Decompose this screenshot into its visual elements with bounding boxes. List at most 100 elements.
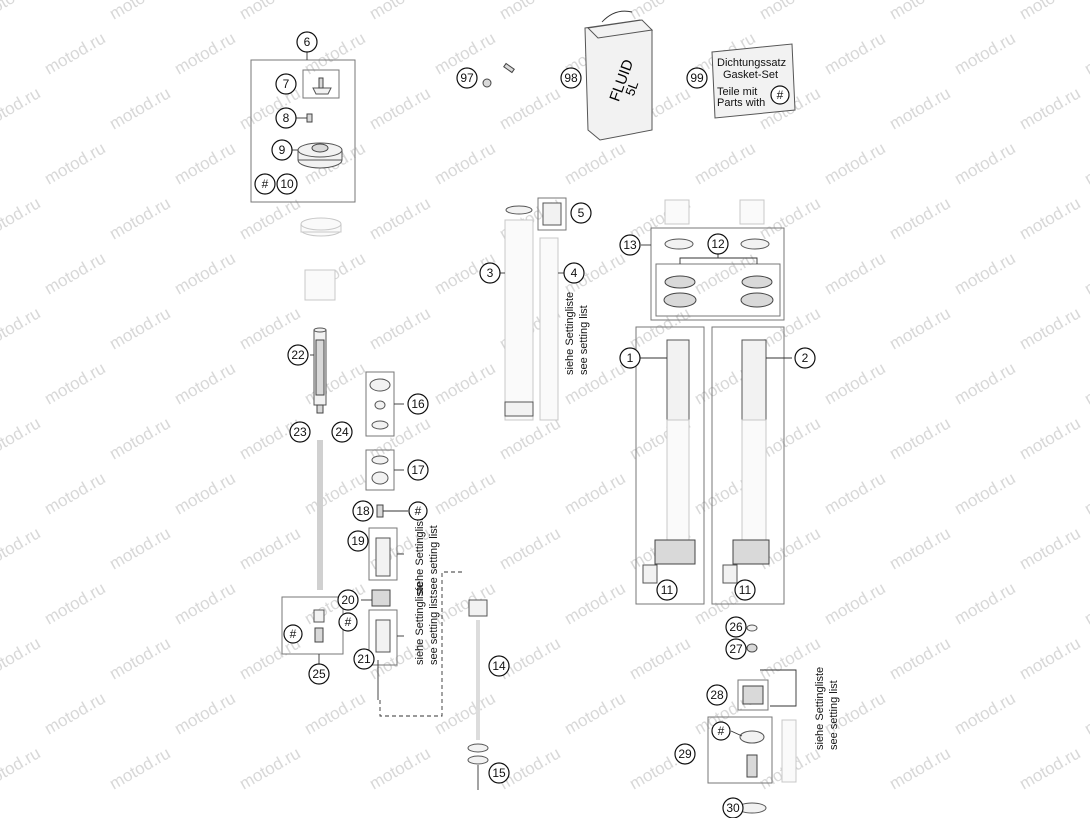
watermark-text: motod.ru bbox=[0, 413, 44, 463]
outer-tube-spring-group bbox=[500, 197, 567, 421]
item-12-box bbox=[655, 263, 781, 317]
callout-hash-29: # bbox=[711, 721, 731, 741]
watermark-text: motod.ru bbox=[171, 138, 239, 188]
part-17-b bbox=[371, 471, 389, 485]
part-13-right bbox=[740, 238, 770, 250]
callout-10: 10 bbox=[276, 173, 298, 195]
part-25-a bbox=[313, 609, 325, 623]
part-3-tube bbox=[504, 219, 534, 421]
part-1-tube bbox=[666, 339, 690, 421]
watermark-text: motod.ru bbox=[366, 0, 434, 23]
callout-28: 28 bbox=[706, 684, 728, 706]
callout-16-label: 16 bbox=[411, 397, 425, 411]
watermark-text: motod.ru bbox=[886, 743, 954, 793]
part-11-screws-left bbox=[642, 564, 658, 584]
watermark-text: motod.ru bbox=[951, 138, 1019, 188]
part-7-shape bbox=[312, 87, 332, 95]
watermark-text: motod.ru bbox=[821, 248, 889, 298]
callout-19: 19 bbox=[347, 530, 369, 552]
callout-13-label: 13 bbox=[623, 238, 637, 252]
part-28-shape bbox=[742, 685, 764, 705]
callout-4: 4 bbox=[563, 262, 585, 284]
callout-hash-99: # bbox=[770, 85, 790, 105]
callout-25-label: 25 bbox=[312, 667, 326, 681]
watermark-text: motod.ru bbox=[0, 0, 44, 23]
item-7-box bbox=[302, 69, 340, 99]
part-27-shape bbox=[746, 643, 758, 653]
watermark-text: motod.ru bbox=[1081, 468, 1090, 518]
watermark-text: motod.ru bbox=[0, 523, 44, 573]
watermark-text: motod.ru bbox=[821, 138, 889, 188]
setting-label-de-19: siehe Settingliste bbox=[414, 512, 426, 595]
part-25-b bbox=[314, 627, 324, 643]
watermark-text: motod.ru bbox=[626, 0, 694, 23]
callout-20-label: 20 bbox=[341, 593, 355, 607]
setting-label-en-29: see setting list bbox=[828, 680, 840, 750]
watermark-text: motod.ru bbox=[1081, 138, 1090, 188]
callout-hash-99-label: # bbox=[777, 88, 784, 102]
watermark-text: motod.ru bbox=[301, 358, 369, 408]
valve-stack-group bbox=[361, 371, 462, 717]
callout-10-label: 10 bbox=[280, 177, 294, 191]
watermark-text: motod.ru bbox=[0, 633, 44, 683]
part-22-inner bbox=[315, 339, 325, 396]
callout-26: 26 bbox=[725, 616, 747, 638]
part-29-body bbox=[746, 754, 758, 778]
callout-hash-18: # bbox=[408, 501, 428, 521]
cap-assembly-group bbox=[250, 52, 356, 237]
watermark-text: motod.ru bbox=[886, 83, 954, 133]
watermark-text: motod.ru bbox=[496, 413, 564, 463]
setting-label-de-29: siehe Settingliste bbox=[814, 667, 826, 750]
watermark-text: motod.ru bbox=[106, 193, 174, 243]
watermark-text: motod.ru bbox=[756, 0, 824, 23]
part-4-spring bbox=[539, 237, 559, 421]
watermark-text: motod.ru bbox=[236, 523, 304, 573]
part-11-screws-right bbox=[722, 564, 738, 584]
part-9-center bbox=[311, 143, 329, 153]
watermark-text: motod.ru bbox=[41, 138, 109, 188]
watermark-text: motod.ru bbox=[1016, 303, 1084, 353]
callout-5-label: 5 bbox=[578, 206, 585, 220]
callout-17: 17 bbox=[407, 459, 429, 481]
part-16-ball bbox=[374, 400, 386, 410]
part-15-ring-a bbox=[467, 743, 489, 753]
damper-rod-group bbox=[281, 269, 344, 664]
callout-97-label: 97 bbox=[460, 71, 474, 85]
watermark-text: motod.ru bbox=[431, 138, 499, 188]
callout-26-label: 26 bbox=[729, 620, 743, 634]
part-29-cap bbox=[739, 730, 765, 744]
callout-11-right: 11 bbox=[734, 579, 756, 601]
watermark-text: motod.ru bbox=[951, 248, 1019, 298]
part-22-top bbox=[313, 327, 327, 333]
watermark-text: motod.ru bbox=[171, 468, 239, 518]
watermark-text: motod.ru bbox=[1016, 413, 1084, 463]
callout-6: 6 bbox=[296, 31, 318, 53]
part-5-shape bbox=[542, 202, 562, 226]
watermark-text: motod.ru bbox=[561, 578, 629, 628]
watermark-text: motod.ru bbox=[106, 303, 174, 353]
watermark-text: motod.ru bbox=[1016, 83, 1084, 133]
callout-15: 15 bbox=[488, 762, 510, 784]
setting-label-de-21: siehe Settingliste bbox=[414, 582, 426, 665]
callout-3: 3 bbox=[479, 262, 501, 284]
watermark-text: motod.ru bbox=[106, 0, 174, 23]
watermark-text: motod.ru bbox=[561, 468, 629, 518]
watermark-text: motod.ru bbox=[951, 578, 1019, 628]
watermark-text: motod.ru bbox=[106, 743, 174, 793]
callout-18-label: 18 bbox=[356, 504, 370, 518]
part-8-shape bbox=[306, 113, 313, 123]
callout-5: 5 bbox=[570, 202, 592, 224]
part-17-a bbox=[371, 455, 389, 465]
callout-99-label: 99 bbox=[690, 71, 704, 85]
callout-98: 98 bbox=[560, 67, 582, 89]
watermark-text: motod.ru bbox=[951, 688, 1019, 738]
fork-ghost-right bbox=[739, 199, 765, 225]
watermark-text: motod.ru bbox=[301, 688, 369, 738]
watermark-text: motod.ru bbox=[301, 578, 369, 628]
watermark-text: motod.ru bbox=[951, 358, 1019, 408]
watermark-text: motod.ru bbox=[431, 358, 499, 408]
part-98-can-top bbox=[586, 19, 654, 39]
callout-23-label: 23 bbox=[293, 425, 307, 439]
callout-6-label: 6 bbox=[304, 35, 311, 49]
part-15-ring-b bbox=[467, 755, 489, 765]
